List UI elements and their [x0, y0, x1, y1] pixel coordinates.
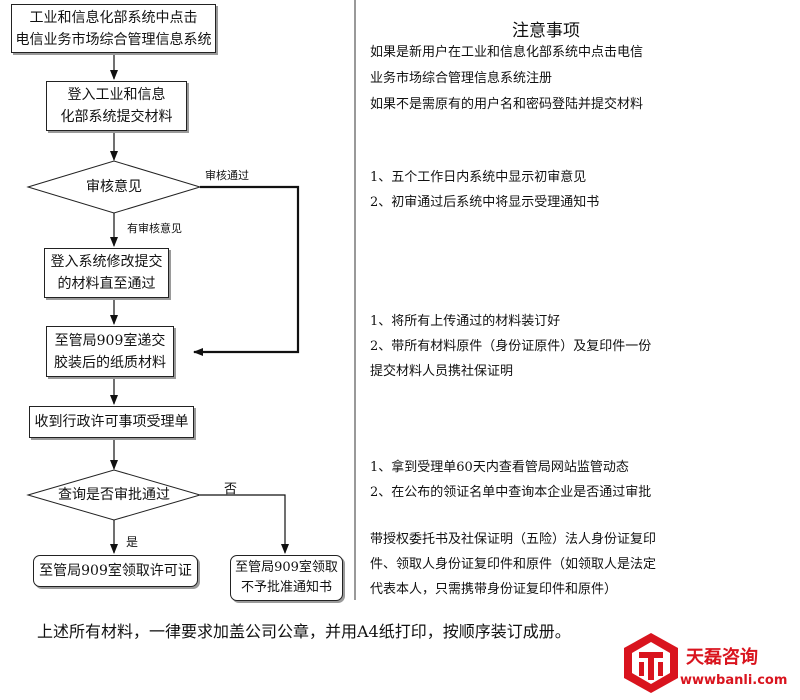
label-not-approved: 否	[224, 482, 238, 497]
decision-review-label: 审核意见	[86, 179, 142, 195]
arrow-not-approved	[200, 494, 289, 554]
step-login-system-click: 工业和信息化部系统中点击 电信业务市场综合管理信息系统	[11, 4, 216, 53]
step-deliver-paper-materials: 至管局909室递交 胶装后的纸质材料	[46, 326, 174, 377]
label-review-passed: 审核通过	[205, 169, 249, 182]
label-has-review-comments: 有审核意见	[127, 222, 182, 235]
brand-name: 天磊咨询	[686, 647, 758, 668]
step-submit-materials: 登入工业和信息 化部系统提交材料	[46, 81, 187, 131]
step-receive-acceptance-form: 收到行政许可事项受理单	[29, 406, 194, 438]
step-collect-rejection-notice: 至管局909室领取 不予批准通知书	[230, 555, 343, 601]
brand-logo-icon	[624, 633, 678, 693]
step-collect-license: 至管局909室领取许可证	[33, 555, 198, 587]
step-revise-materials: 登入系统修改提交 的材料直至通过	[44, 248, 169, 298]
notes-title: 注意事项	[512, 21, 580, 41]
notes-approval-check: 1、拿到受理单60天内查看管局网站监管动态 2、在公布的领证名单中查询本企业是否…	[370, 460, 652, 500]
label-approved: 是	[126, 535, 139, 549]
notes-paper-submission: 1、将所有上传通过的材料装订好 2、带所有材料原件（身份证原件）及复印件一份 提…	[370, 314, 652, 379]
footer-requirement: 上述所有材料，一律要求加盖公司公章，并用A4纸打印，按顺序装订成册。	[37, 622, 571, 641]
arrow-review-passed	[193, 185, 300, 356]
notes-license-collection: 带授权委托书及社保证明（五险）法人身份证复印 件、领取人身份证复印件和原件（如领…	[370, 532, 657, 597]
decision-approval-label: 查询是否审批通过	[58, 487, 170, 503]
brand-url: wwwbanli.com	[680, 673, 788, 688]
notes-registration: 如果是新用户在工业和信息化部系统中点击电信 业务市场综合管理信息系统注册 如果不…	[370, 45, 644, 112]
notes-review: 1、五个工作日内系统中显示初审意见 2、初审通过后系统中将显示受理通知书	[370, 170, 600, 210]
